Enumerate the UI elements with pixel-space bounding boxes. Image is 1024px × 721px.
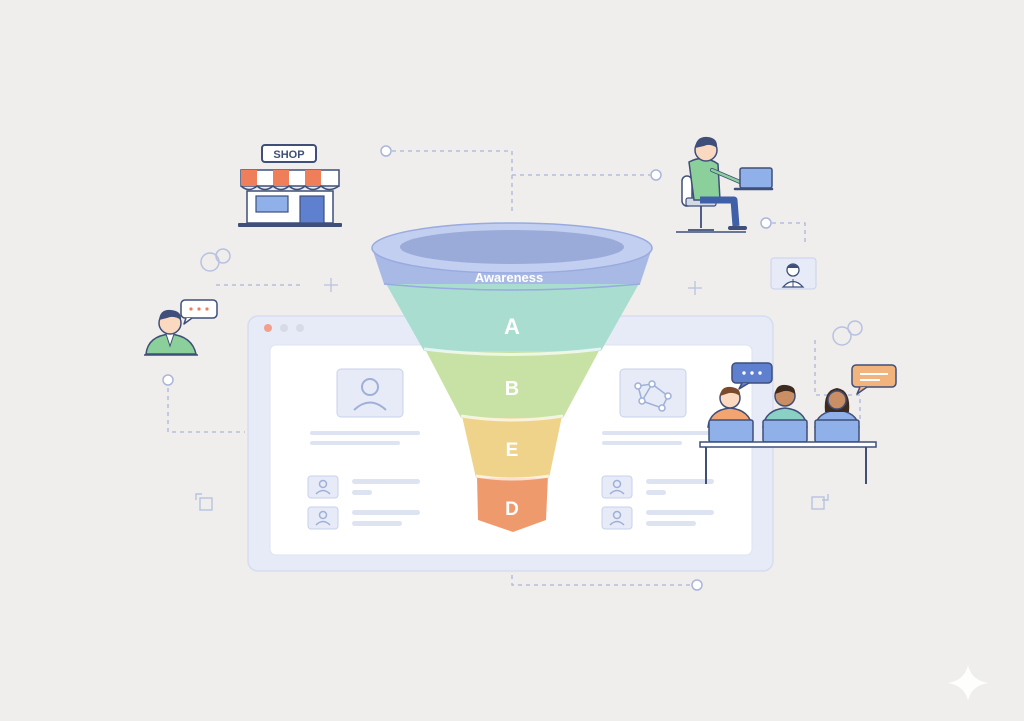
window-dot-gray bbox=[296, 324, 304, 332]
connector-lines bbox=[167, 150, 861, 586]
funnel-stage-d bbox=[477, 476, 548, 532]
profile-card-left bbox=[307, 368, 420, 530]
team-at-desk-icon bbox=[699, 362, 897, 484]
funnel-stage-label: E bbox=[506, 440, 519, 461]
person-with-laptop-icon bbox=[676, 136, 774, 233]
profile-card-right bbox=[601, 368, 714, 530]
decor-crosses bbox=[324, 278, 702, 295]
network-graph-icon bbox=[634, 380, 672, 412]
shop-sign: SHOP bbox=[273, 149, 304, 161]
user-avatar-icon bbox=[770, 257, 817, 290]
funnel-stage-a bbox=[385, 282, 640, 351]
funnel-stage-b bbox=[425, 349, 600, 418]
window-dot-red bbox=[264, 324, 272, 332]
chat-bubble-icon bbox=[851, 364, 897, 395]
funnel: Awareness A B E D bbox=[371, 222, 653, 532]
chat-bubble-icon bbox=[180, 299, 218, 325]
storefront-icon: SHOP bbox=[238, 144, 342, 227]
user-avatar-icon bbox=[315, 479, 331, 495]
funnel-stage-label: B bbox=[505, 378, 519, 400]
decor-rings bbox=[200, 248, 863, 346]
funnel-stage-label: D bbox=[505, 499, 519, 520]
user-avatar-icon bbox=[315, 510, 331, 526]
chat-bubble-icon bbox=[731, 362, 773, 390]
person-with-chat-icon bbox=[144, 299, 218, 356]
decor-frames bbox=[195, 493, 829, 511]
sparkle-icon bbox=[948, 665, 988, 701]
user-avatar-icon bbox=[609, 479, 625, 495]
window-dot-gray bbox=[280, 324, 288, 332]
funnel-stage-e bbox=[462, 416, 562, 478]
decor-dots bbox=[162, 145, 772, 591]
funnel-stage-label: A bbox=[504, 314, 520, 339]
user-avatar-icon bbox=[353, 378, 387, 411]
funnel-stage-label: Awareness bbox=[475, 270, 543, 285]
user-avatar-icon bbox=[609, 510, 625, 526]
